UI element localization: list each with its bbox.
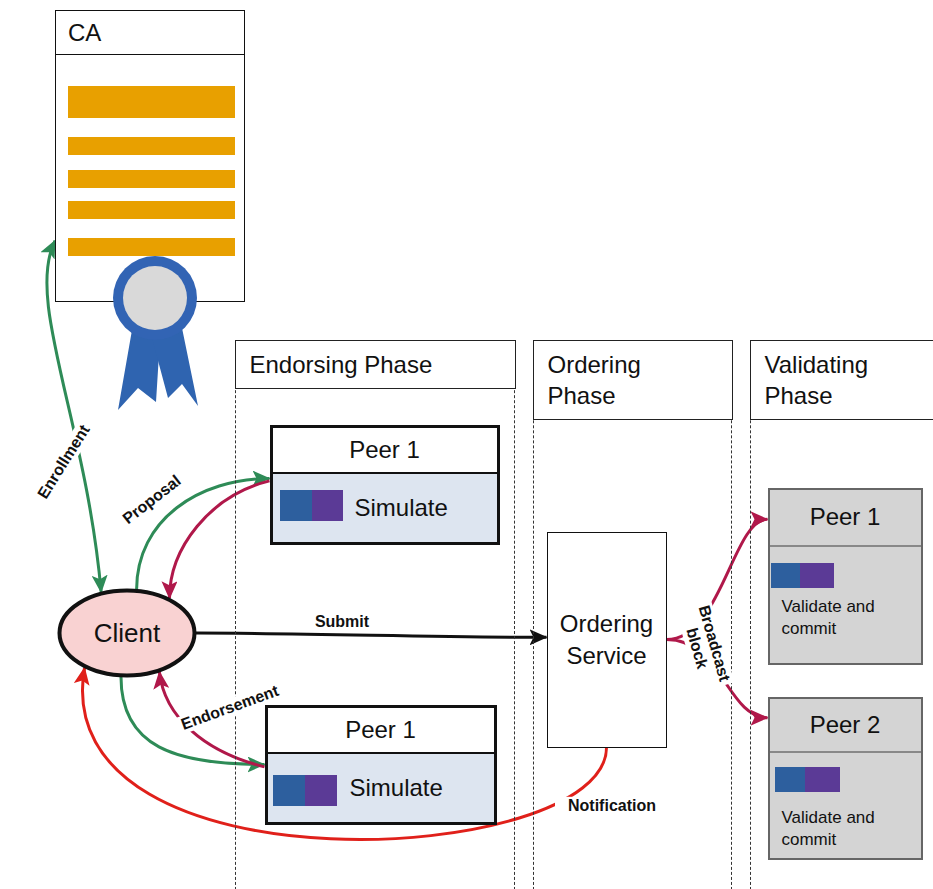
ellipse-shape — [60, 591, 195, 676]
certificate-line — [68, 238, 235, 256]
flow-arrow — [82, 668, 606, 840]
ribbon-tail — [152, 328, 198, 406]
peer-header: Peer 1 — [273, 428, 497, 474]
ca-certificate: CA — [55, 10, 245, 302]
peer-body: Simulate — [273, 474, 497, 542]
service-box: Ordering Service — [547, 532, 667, 748]
peer-title: Peer 1 — [349, 436, 420, 464]
node-label: Client — [94, 618, 160, 649]
flow-arrow — [196, 633, 547, 637]
phase-header: Endorsing Phase — [235, 340, 516, 389]
peer-body: Validate and commit — [782, 807, 900, 851]
state-icon — [805, 767, 840, 792]
peer-box: Peer 2 Validate and commit — [768, 697, 923, 860]
certificate-line — [68, 86, 235, 118]
action-text: Validate and commit — [782, 596, 900, 640]
peer-header: Peer 2 — [770, 699, 921, 753]
peer-title: Peer 2 — [810, 711, 881, 739]
state-icon — [280, 490, 312, 521]
edge-label: Broadcast block — [675, 600, 734, 693]
peer-title: Peer 1 — [345, 716, 416, 744]
simulate-icons — [273, 490, 840, 806]
phase-region: Validating PhasePeer 1 Validate and commi… — [750, 340, 933, 889]
peer-header: Peer 1 — [770, 490, 921, 547]
ribbon-seal — [113, 256, 197, 340]
peer-box: Peer 1 Validate and commit — [768, 488, 923, 665]
certificate-lines — [68, 86, 235, 256]
phase-title: Ordering Phase — [548, 349, 658, 411]
peer-box: Peer 1 Simulate — [265, 705, 497, 825]
phase-title: Validating Phase — [765, 349, 905, 411]
state-icon — [312, 490, 343, 521]
state-icon — [800, 563, 834, 588]
ca-header: CA — [56, 11, 244, 55]
flow-arrow — [169, 481, 269, 598]
action-text: Simulate — [350, 774, 443, 802]
ribbon-seal-center — [123, 266, 187, 330]
state-icon — [775, 767, 805, 792]
peer-box: Peer 1 Simulate — [270, 425, 500, 545]
certificate-line — [68, 137, 235, 155]
peer-header: Peer 1 — [268, 708, 494, 754]
edge-label: Notification — [555, 797, 669, 815]
peer-body: Simulate — [268, 754, 494, 822]
header-text: CA — [68, 17, 232, 48]
peer-title: Peer 1 — [810, 503, 881, 531]
edge-label: Submit — [305, 613, 379, 631]
certificate-line — [68, 170, 235, 188]
edge-label: Proposal — [112, 466, 193, 535]
state-icon — [771, 563, 800, 588]
peer-body: Validate and commit — [782, 596, 900, 640]
ribbon-tail — [118, 330, 160, 410]
certificate-line — [68, 201, 235, 219]
phase-header: Ordering Phase — [533, 340, 733, 420]
client-ellipse: Client — [57, 588, 197, 678]
phase-title: Endorsing Phase — [250, 349, 501, 380]
action-text: Simulate — [355, 494, 448, 522]
state-icon — [305, 775, 337, 806]
action-text: Validate and commit — [782, 807, 900, 851]
phase-header: Validating Phase — [750, 340, 933, 420]
certificate-ribbon — [113, 256, 198, 410]
state-icon — [273, 775, 305, 806]
node-label: Ordering Service — [548, 608, 666, 670]
